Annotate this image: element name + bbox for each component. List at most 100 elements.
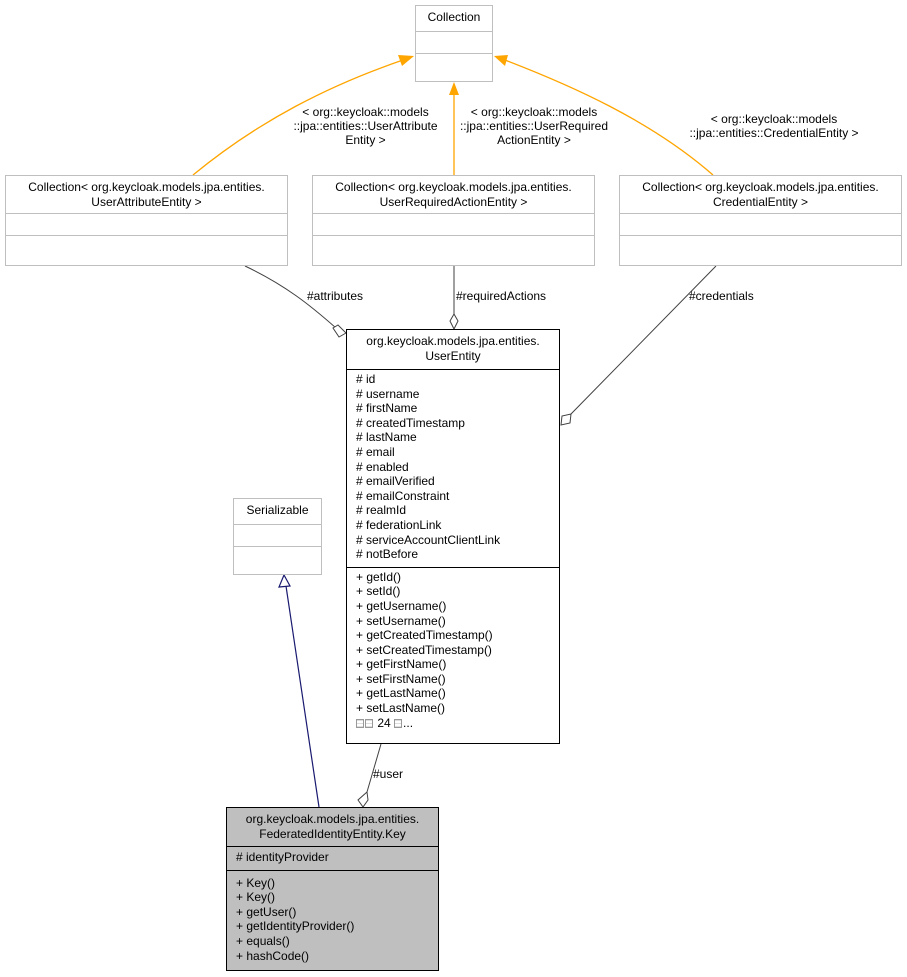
- edge-template-user-attribute: [192, 59, 404, 176]
- label-template-required-action: < org::keycloak::models ::jpa::entities:…: [446, 105, 622, 147]
- attribute-item: # lastName: [356, 430, 417, 445]
- methods-section: [620, 235, 901, 257]
- attributes-section: [6, 213, 287, 235]
- methods-section: [313, 235, 594, 257]
- method-item: + getLastName(): [356, 686, 446, 701]
- class-title: org.keycloak.models.jpa.entities. UserEn…: [347, 330, 559, 369]
- method-item: + setId(): [356, 584, 401, 599]
- attributes-section: [416, 31, 492, 53]
- label-user: #user: [373, 767, 404, 781]
- method-item: + setUsername(): [356, 613, 446, 628]
- method-item: + getCreatedTimestamp(): [356, 628, 493, 643]
- method-item: + getId(): [356, 569, 402, 584]
- edge-attributes: [244, 265, 337, 329]
- attributes-section: # id# username# firstName# createdTimest…: [347, 369, 559, 567]
- label-template-user-attribute: < org::keycloak::models ::jpa::entities:…: [283, 105, 448, 147]
- methods-section: + Key()+ Key()+ getUser()+ getIdentityPr…: [227, 869, 438, 967]
- attribute-item: # enabled: [356, 459, 409, 474]
- label-credentials: #credentials: [689, 289, 754, 303]
- title-line: UserEntity: [425, 349, 481, 363]
- inherit-arrowhead: [278, 573, 291, 588]
- label-line: ::jpa::entities::UserAttribute: [293, 119, 438, 133]
- arrowhead-credential: [494, 55, 508, 66]
- label-line: Entity >: [345, 133, 386, 147]
- attribute-item: # email: [356, 444, 395, 459]
- attribute-item: # realmId: [356, 503, 407, 518]
- label-line: ::jpa::entities::CredentialEntity >: [689, 126, 859, 140]
- methods-section: [6, 235, 287, 257]
- arrowhead-required-action: [449, 82, 459, 95]
- class-collection-user-attribute[interactable]: Collection< org.keycloak.models.jpa.enti…: [5, 175, 288, 266]
- title-line: Collection< org.keycloak.models.jpa.enti…: [335, 180, 572, 194]
- attribute-item: # createdTimestamp: [356, 415, 465, 430]
- method-item: + hashCode(): [236, 948, 310, 963]
- class-title: Collection< org.keycloak.models.jpa.enti…: [6, 176, 287, 213]
- attributes-section: [313, 213, 594, 235]
- class-collection[interactable]: Collection: [415, 5, 493, 82]
- title-line: UserRequiredActionEntity >: [379, 195, 528, 209]
- class-title: Collection: [427, 10, 481, 24]
- title-line: Collection< org.keycloak.models.jpa.enti…: [28, 180, 265, 194]
- attribute-item: # id: [356, 372, 376, 386]
- attribute-item: # username: [356, 386, 420, 401]
- title-line: UserAttributeEntity >: [91, 195, 202, 209]
- label-line: ::jpa::entities::UserRequired: [459, 119, 609, 133]
- diamond-credentials: [560, 413, 572, 426]
- missing-glyph-icon: [394, 718, 403, 728]
- title-line: org.keycloak.models.jpa.entities.: [245, 812, 420, 826]
- missing-glyph-icon: [356, 718, 364, 728]
- method-item: + getUsername(): [356, 598, 447, 613]
- class-title: Serializable: [246, 503, 309, 517]
- method-item: + Key(): [236, 875, 276, 890]
- more-suffix: ...: [403, 715, 414, 730]
- label-attributes: #attributes: [307, 289, 364, 303]
- class-collection-required-action[interactable]: Collection< org.keycloak.models.jpa.enti…: [312, 175, 595, 266]
- attributes-section: [620, 213, 901, 235]
- method-item: + setFirstName(): [356, 671, 446, 686]
- attribute-item: # firstName: [356, 401, 418, 416]
- class-serializable[interactable]: Serializable: [233, 498, 322, 575]
- method-item: + getUser(): [236, 904, 297, 919]
- edge-inherit-serializable: [285, 585, 320, 808]
- method-item: + Key(): [236, 890, 276, 905]
- class-title: Collection< org.keycloak.models.jpa.enti…: [620, 176, 901, 213]
- edge-template-credential: [504, 59, 714, 176]
- class-title: org.keycloak.models.jpa.entities. Federa…: [227, 808, 438, 846]
- class-collection-credential[interactable]: Collection< org.keycloak.models.jpa.enti…: [619, 175, 902, 266]
- diamond-attributes: [332, 324, 347, 338]
- missing-glyph-icon: [365, 718, 373, 728]
- label-line: < org::keycloak::models: [302, 105, 429, 119]
- label-line: < org::keycloak::models: [710, 112, 838, 126]
- arrowhead-user-attribute: [398, 55, 414, 66]
- attribute-item: # notBefore: [356, 547, 419, 562]
- title-line: org.keycloak.models.jpa.entities.: [366, 334, 540, 348]
- diamond-user: [357, 790, 369, 808]
- attribute-item: # identityProvider: [236, 850, 329, 864]
- title-line: CredentialEntity >: [712, 195, 809, 209]
- label-required-actions: #requiredActions: [456, 289, 547, 303]
- method-item: + setCreatedTimestamp(): [356, 642, 492, 657]
- method-item: + setLastName(): [356, 701, 446, 716]
- attribute-item: # serviceAccountClientLink: [356, 532, 501, 547]
- label-line: < org::keycloak::models: [470, 105, 598, 119]
- method-item: + getIdentityProvider(): [236, 919, 355, 934]
- edge-credentials: [570, 265, 717, 415]
- class-title: Collection< org.keycloak.models.jpa.enti…: [313, 176, 594, 213]
- methods-section: + getId()+ setId()+ getUsername()+ setUs…: [347, 566, 559, 734]
- method-item: + equals(): [236, 933, 290, 948]
- diamond-required-actions: [449, 312, 459, 331]
- attribute-item: # emailConstraint: [356, 488, 450, 503]
- attributes-section: [234, 524, 321, 546]
- class-user-entity[interactable]: org.keycloak.models.jpa.entities. UserEn…: [346, 329, 560, 744]
- edge-user: [366, 743, 382, 793]
- title-line: FederatedIdentityEntity.Key: [259, 827, 406, 841]
- title-line: Collection< org.keycloak.models.jpa.enti…: [642, 180, 879, 194]
- more-count: 24: [377, 715, 391, 730]
- method-item: + getFirstName(): [356, 657, 447, 672]
- attributes-section: # identityProvider: [227, 846, 438, 870]
- label-template-credential: < org::keycloak::models ::jpa::entities:…: [676, 112, 872, 140]
- label-line: ActionEntity >: [497, 133, 571, 147]
- class-federated-identity-key[interactable]: org.keycloak.models.jpa.entities. Federa…: [226, 807, 439, 971]
- more-methods-indicator: 24 ...: [356, 716, 559, 731]
